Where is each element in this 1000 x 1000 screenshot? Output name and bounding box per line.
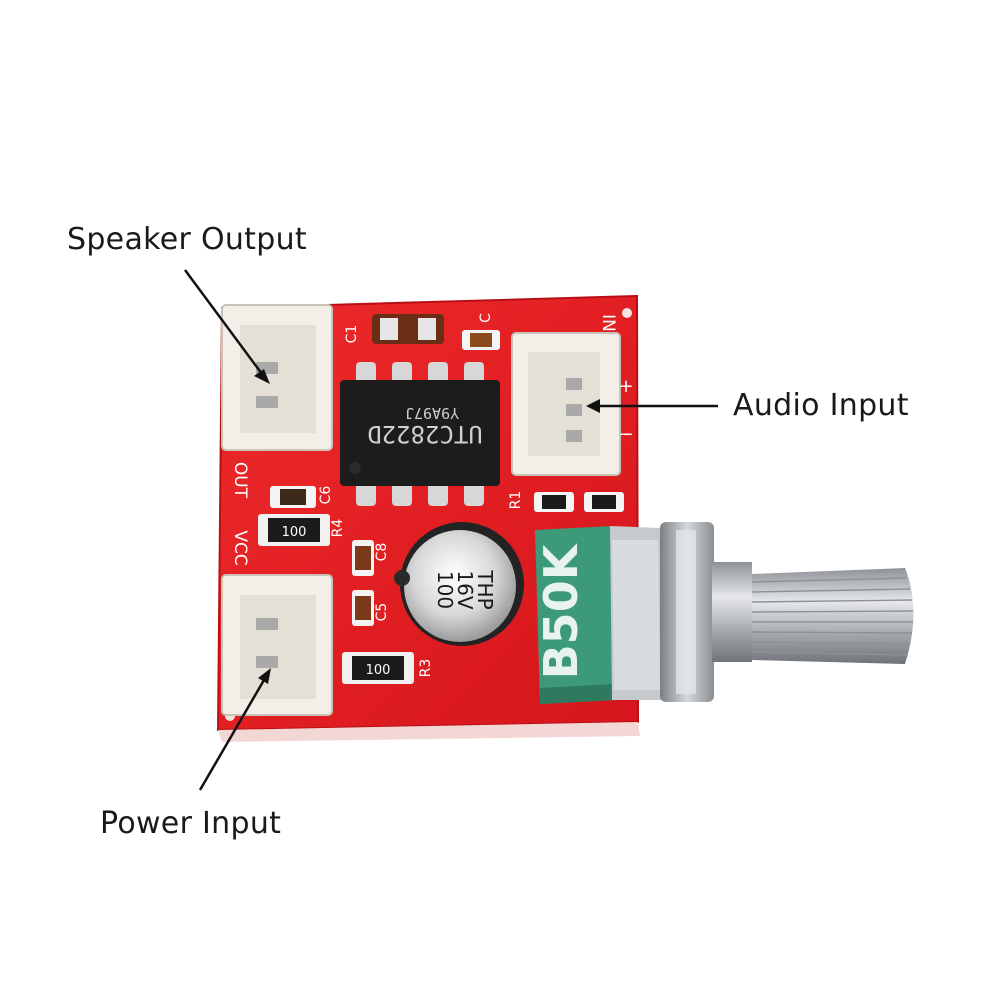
silk-c1: C1: [344, 325, 360, 344]
capacitor-series: THP: [473, 569, 497, 609]
silk-c5: C5: [374, 603, 390, 622]
power-input-connector: [221, 574, 333, 716]
silk-vcc: VCC: [230, 530, 250, 565]
silk-out: OUT: [230, 462, 250, 499]
ic-marking-line2: UTC2822D: [367, 420, 483, 448]
electrolytic-capacitor: 100 16V THP: [394, 522, 524, 646]
silk-c6: C6: [318, 486, 334, 505]
speaker-output-label: Speaker Output: [67, 222, 307, 257]
silk-c: C: [478, 313, 494, 323]
resistor-r4-value: 100: [282, 525, 307, 540]
speaker-output-connector: [221, 304, 333, 451]
capacitor-voltage: 16V: [453, 570, 477, 609]
amplifier-ic: Y9A97J UTC2822D: [340, 362, 500, 506]
silk-r1: R1: [508, 491, 524, 510]
power-input-label: Power Input: [100, 806, 282, 841]
silk-r3: R3: [418, 659, 434, 678]
audio-input-label: Audio Input: [733, 388, 909, 423]
silk-plus: +: [618, 376, 633, 397]
silk-in: IN: [598, 314, 618, 332]
ic-marking-line1: Y9A97J: [405, 404, 459, 422]
audio-input-connector: [511, 332, 621, 476]
potentiometer: B50K: [534, 522, 914, 704]
capacitor-value: 100: [433, 571, 457, 609]
resistor-r3-value: 100: [366, 663, 391, 678]
silk-r4: R4: [330, 519, 346, 538]
silk-minus: −: [618, 424, 633, 445]
potentiometer-value: B50K: [534, 542, 588, 679]
silk-c8: C8: [374, 543, 390, 562]
callout-arrows: [183, 269, 718, 791]
